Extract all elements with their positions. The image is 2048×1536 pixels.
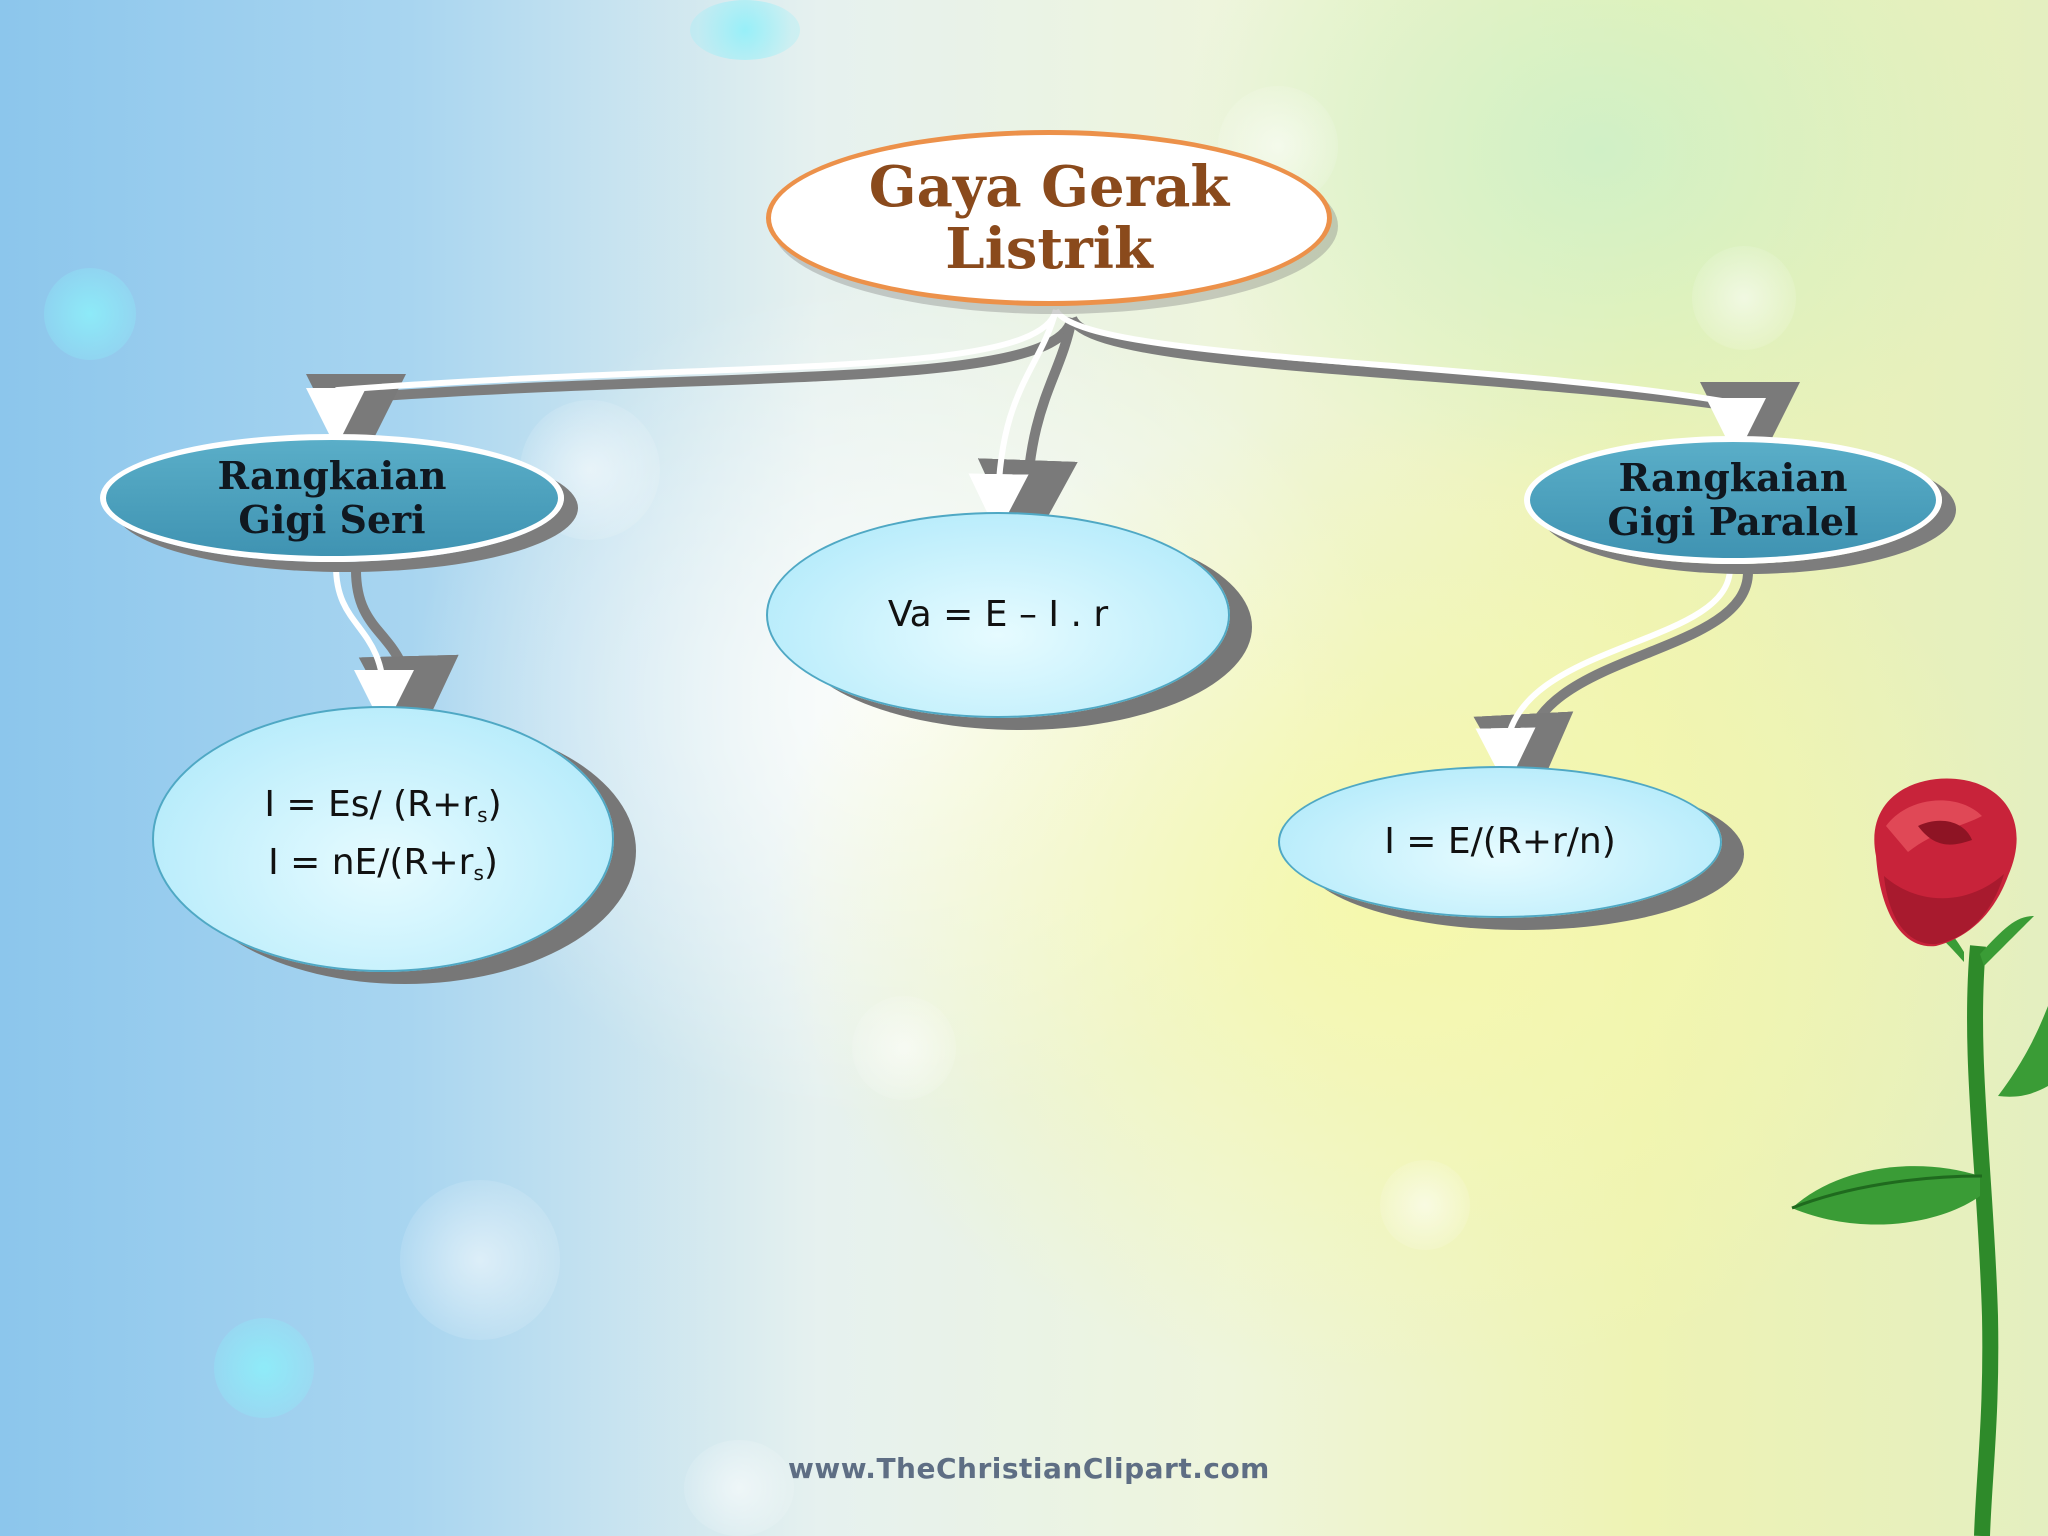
bokeh-bubble	[852, 996, 956, 1100]
formula-node-seri: I = Es/ (R+rs) I = nE/(R+rs)	[152, 706, 614, 972]
connector-shadow-paralel	[1473, 571, 1753, 814]
formula-seri-line2-sub: s	[473, 861, 484, 885]
formula-node-paralel: I = E/(R+r/n)	[1278, 766, 1722, 918]
bokeh-bubble	[1380, 1160, 1470, 1250]
formula-seri-line1-main: I = Es/ (R+r	[264, 784, 478, 825]
node-rangkaian-paralel: Rangkaian Gigi Paralel	[1524, 436, 1942, 564]
formula-seri-line2-main: I = nE/(R+r	[268, 842, 474, 883]
root-label-line2: Listrik	[945, 216, 1153, 282]
bokeh-bubble	[400, 1180, 560, 1340]
formula-seri-line1-end: )	[487, 784, 502, 825]
formula-seri-line1-sub: s	[477, 803, 488, 827]
seri-label-line2: Gigi Seri	[238, 497, 426, 542]
bokeh-bubble	[684, 1440, 794, 1536]
connector-seri	[333, 565, 414, 730]
formula-seri-line2-end: )	[483, 842, 498, 883]
watermark: www.TheChristianClipart.com	[788, 1452, 1270, 1485]
formula-va: Va = E – I . r	[887, 594, 1109, 635]
connector-paralel	[1475, 567, 1733, 788]
bokeh-bubble	[1692, 246, 1796, 350]
bokeh-bubble	[690, 0, 800, 60]
connector-shadow-right	[1067, 315, 1800, 482]
connector-shadow-center	[977, 317, 1078, 560]
formula-seri-line1: I = Es/ (R+rs)	[264, 781, 501, 839]
paralel-label-line2: Gigi Paralel	[1607, 499, 1859, 544]
bokeh-bubble	[214, 1318, 314, 1418]
connector-left	[306, 309, 1059, 448]
seri-label-line1: Rangkaian	[217, 453, 447, 498]
bokeh-bubble	[44, 268, 136, 360]
connector-center	[968, 309, 1059, 534]
formula-node-va: Va = E – I . r	[766, 512, 1230, 718]
root-label-line1: Gaya Gerak	[868, 154, 1230, 220]
rose-illustration	[1791, 778, 2048, 1536]
connector-right	[1053, 308, 1766, 458]
node-rangkaian-seri: Rangkaian Gigi Seri	[100, 434, 564, 562]
formula-seri-line2: I = nE/(R+rs)	[268, 839, 498, 897]
paralel-label-line1: Rangkaian	[1618, 455, 1848, 500]
formula-paralel: I = E/(R+r/n)	[1384, 821, 1616, 862]
root-node: Gaya Gerak Listrik	[766, 130, 1332, 306]
